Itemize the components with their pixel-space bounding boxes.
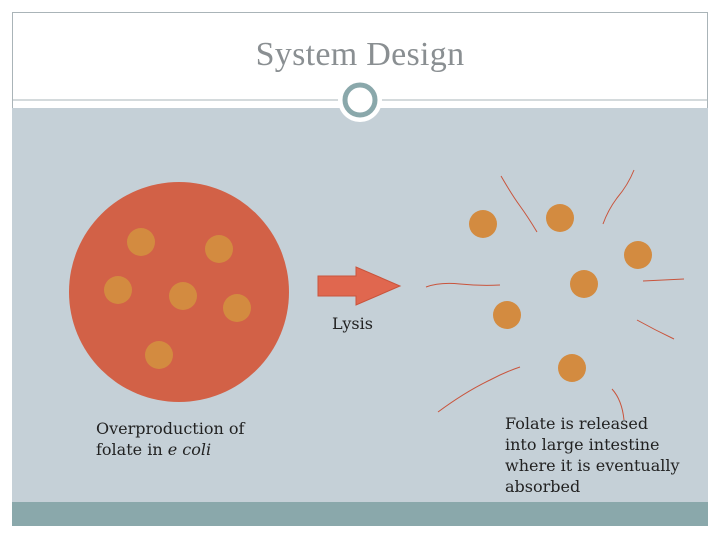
debris-line	[636, 319, 675, 340]
released-folate-group	[469, 204, 652, 382]
debris-line	[500, 175, 538, 233]
debris-line	[611, 388, 625, 421]
right-arrow-icon	[317, 266, 402, 306]
folate-particle	[145, 341, 173, 369]
left-caption-text: Overproduction of folate in	[96, 419, 245, 459]
lysis-label: Lysis	[332, 314, 373, 333]
right-caption: Folate is released into large intestine …	[505, 414, 680, 496]
debris-line	[437, 366, 521, 413]
left-caption: Overproduction of folate in e coli	[96, 418, 316, 460]
folate-particle	[624, 241, 652, 269]
debris-line	[602, 169, 635, 225]
folate-particle	[127, 228, 155, 256]
folate-particle	[546, 204, 574, 232]
folate-particle	[558, 354, 586, 382]
slide-title: System Design	[255, 36, 465, 73]
folate-particle	[205, 235, 233, 263]
folate-particle	[469, 210, 497, 238]
folate-particle	[169, 282, 197, 310]
folate-particle	[570, 270, 598, 298]
left-caption-italic: e coli	[167, 440, 212, 459]
folate-particle	[223, 294, 251, 322]
folate-particle	[493, 301, 521, 329]
cell-debris-group	[425, 169, 685, 421]
debris-line	[425, 282, 501, 288]
footer-bar	[12, 502, 708, 526]
circle-ornament-icon	[342, 82, 378, 118]
debris-line	[642, 278, 685, 282]
intracellular-folate-group	[104, 228, 251, 369]
folate-particle	[104, 276, 132, 304]
